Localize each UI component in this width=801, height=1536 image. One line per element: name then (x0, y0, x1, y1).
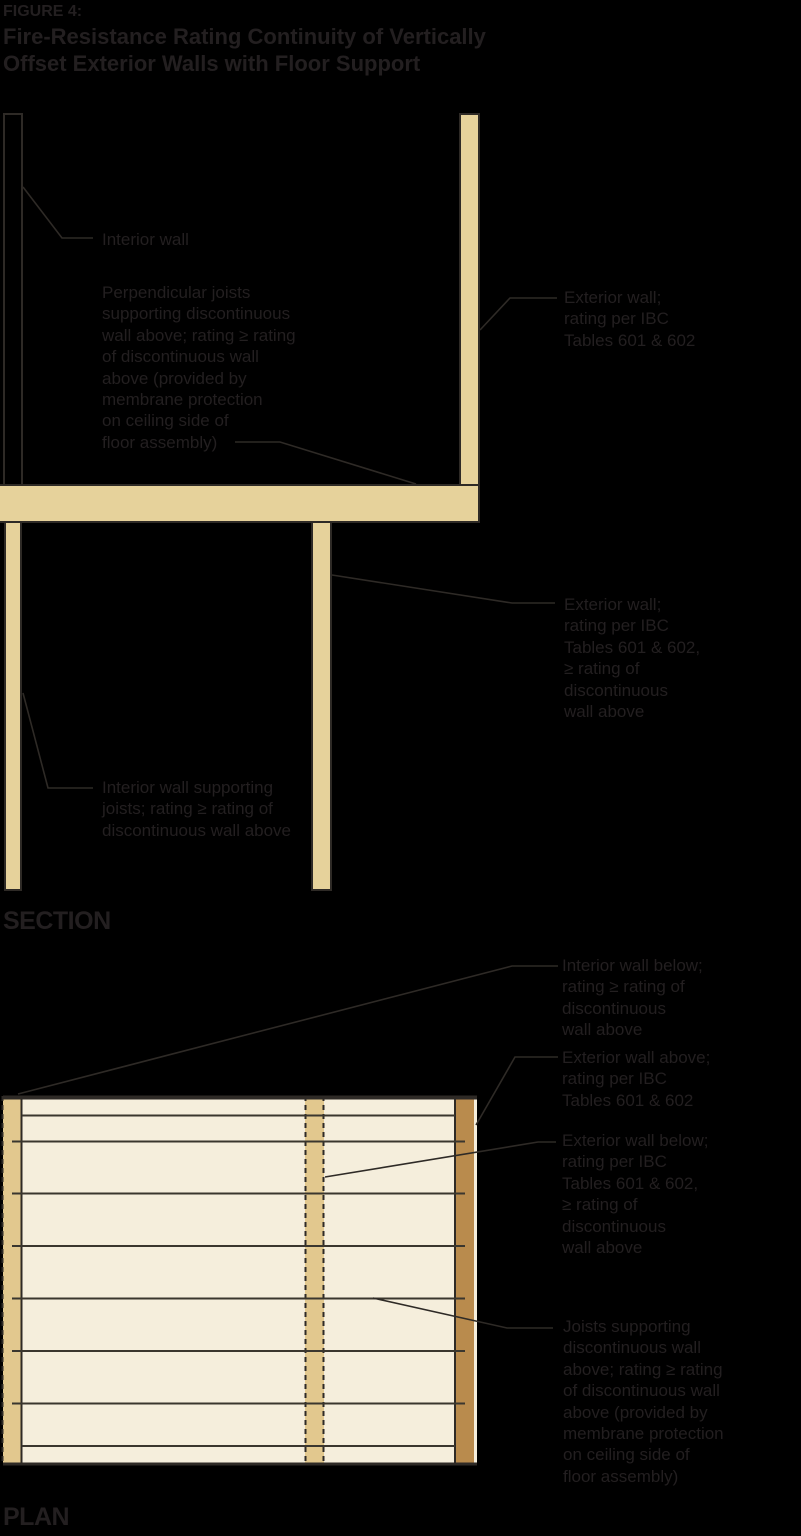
plan-caption: PLAN (3, 1503, 70, 1531)
plan-exterior-wall-below-strip (305, 1096, 324, 1465)
leader-section-perpendicular-joists (235, 441, 417, 485)
section-caption: SECTION (3, 907, 111, 935)
label-exterior-wall-lower: Exterior wall; rating per IBC Tables 601… (564, 595, 701, 722)
leader-plan-exterior-wall-below (324, 1141, 556, 1178)
leader-section-exterior-wall-upper (479, 297, 557, 331)
label-plan-joists-supporting: Joists supporting discontinuous wall abo… (563, 1317, 724, 1486)
plan-floor-field (3, 1096, 477, 1465)
section-interior-wall-below (4, 521, 22, 891)
figure-label: FIGURE 4: (3, 3, 83, 20)
section-floor-assembly (0, 484, 480, 523)
section-exterior-wall-below (311, 521, 332, 891)
leader-section-interior-wall (22, 186, 93, 239)
leader-plan-interior-wall-below (17, 965, 558, 1095)
label-plan-exterior-wall-below: Exterior wall below; rating per IBC Tabl… (562, 1131, 709, 1258)
label-exterior-wall-upper: Exterior wall; rating per IBC Tables 601… (564, 288, 696, 350)
label-perpendicular-joists: Perpendicular joists supporting disconti… (102, 283, 296, 452)
plan-interior-wall-below-strip (3, 1096, 21, 1465)
label-plan-exterior-wall-above: Exterior wall above; rating per IBC Tabl… (562, 1048, 711, 1110)
section-interior-wall-above (3, 113, 23, 486)
label-plan-interior-wall-below: Interior wall below; rating ≥ rating of … (562, 956, 703, 1040)
figure-title-line2: Offset Exterior Walls with Floor Support (3, 51, 421, 76)
leader-plan-exterior-wall-above (475, 1056, 558, 1126)
label-interior-wall-supporting: Interior wall supporting joists; rating … (102, 778, 292, 840)
label-interior-wall: Interior wall (102, 230, 189, 249)
plan-exterior-wall-above-strip (455, 1096, 474, 1465)
leader-plan-joists-supporting (372, 1297, 553, 1329)
figure-title-line1: Fire-Resistance Rating Continuity of Ver… (3, 24, 486, 49)
leader-section-interior-wall-supporting (22, 692, 93, 789)
leader-section-exterior-wall-lower (331, 574, 555, 604)
section-exterior-wall-above (459, 113, 480, 486)
